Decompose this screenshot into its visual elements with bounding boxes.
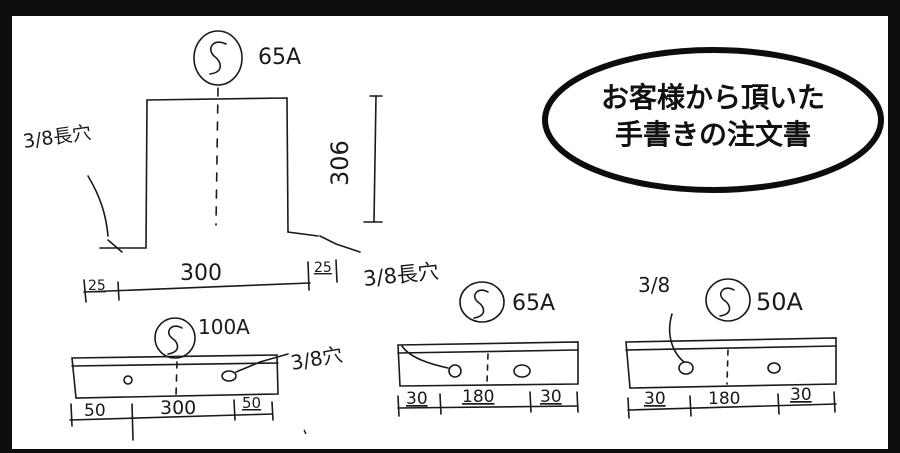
pipe-circle-100a — [154, 317, 196, 359]
pipe-s-mark-100a — [167, 325, 183, 355]
pipe-circle-65a — [193, 30, 243, 86]
edge-left-label: 25 — [88, 278, 106, 294]
pipe-s-mark — [209, 41, 227, 75]
bracket-outline — [99, 97, 319, 249]
bar-65a-drawing — [397, 281, 579, 417]
bar-100a-dim-3: 50 — [242, 394, 261, 412]
bar-65a-outline — [397, 341, 579, 387]
bar-50a-hole-right — [767, 362, 781, 374]
center-line — [215, 87, 219, 226]
bar-100a-center — [175, 361, 178, 397]
bar-100a-dim-tick-2 — [131, 403, 134, 441]
bar-100a-dim-line — [69, 413, 273, 421]
bar-100a-pipe-label: 100A — [198, 315, 250, 339]
callout-line-1: お客様から頂いた — [601, 81, 825, 114]
bar-100a-drawing — [69, 317, 289, 441]
bar-65a-dim-2: 180 — [462, 387, 494, 407]
bar-50a-center — [726, 349, 729, 385]
width-dim-right-tick — [307, 261, 310, 291]
bar-50a-dim-tick-1 — [627, 397, 630, 419]
bar-65a-dim-tick-1 — [397, 395, 400, 417]
edge-right-tick — [335, 259, 338, 283]
bar-50a-hole-leader — [668, 313, 685, 363]
pipe-circle-65a-small — [459, 281, 505, 323]
left-slot-leader — [87, 175, 109, 237]
bar-50a-dim-3: 30 — [790, 385, 812, 405]
width-dim-line — [83, 282, 311, 293]
edge-left-tick — [117, 281, 120, 301]
edge-right-label: 25 — [314, 260, 332, 276]
bar-50a-dim-tick-3 — [777, 393, 780, 415]
callout-bubble: お客様から頂いた 手書きの注文書 — [542, 47, 884, 193]
bar-65a-dim-3: 30 — [540, 387, 562, 407]
bar-65a-hole-right — [513, 364, 531, 378]
bar-100a-hole-leader — [235, 353, 289, 373]
right-slot-leader — [319, 235, 361, 253]
bar-50a-pipe-label: 50A — [756, 288, 804, 316]
bar-65a-dim-line — [397, 405, 579, 409]
bar-50a-dim-tick-4 — [833, 391, 836, 413]
width-dim-left-tick — [83, 279, 87, 303]
callout-line-2: 手書きの注文書 — [615, 118, 811, 151]
bar-65a-center — [486, 353, 489, 385]
bar-65a-dim-tick-2 — [439, 393, 442, 415]
bar-50a-dim-line — [627, 403, 837, 411]
bar-100a-hole-right — [221, 370, 237, 382]
bar-65a-dim-tick-4 — [576, 391, 579, 413]
bar-100a-dim-tick-3 — [233, 399, 236, 421]
stray-mark — [303, 429, 307, 435]
bar-65a-hole-left — [448, 364, 462, 378]
bar-50a-dim-2: 180 — [708, 389, 740, 409]
top-elevation-drawing — [83, 30, 383, 303]
bar-100a-outline — [71, 354, 279, 399]
bar-100a-dim-1: 50 — [84, 401, 106, 421]
bar-50a-inner-line — [625, 345, 837, 351]
bar-65a-inner-line — [397, 349, 579, 354]
top-pipe-label: 65A — [258, 45, 301, 70]
bar-65a-dim-tick-3 — [529, 391, 532, 413]
bar-100a-hole-left — [123, 375, 133, 385]
pipe-circle-50a — [705, 278, 751, 322]
bar-50a-drawing — [625, 278, 837, 419]
bar-50a-hole-label: 3/8 — [638, 273, 670, 297]
bar-50a-dim-tick-2 — [689, 395, 692, 417]
bar-65a-dim-1: 30 — [406, 389, 428, 409]
bar-50a-hole-left — [678, 361, 694, 375]
bar-50a-outline — [625, 337, 837, 389]
height-dim-line — [373, 95, 377, 223]
bar-100a-dim-2: 300 — [160, 397, 196, 419]
pipe-s-mark-50a — [719, 287, 735, 317]
bar-50a-dim-1: 30 — [644, 389, 666, 409]
pipe-s-mark-65a — [473, 289, 489, 319]
left-slot-tick — [107, 239, 123, 253]
bar-65a-hole-leader — [401, 345, 449, 369]
bar-65a-pipe-label: 65A — [512, 291, 555, 316]
width-dim-label: 300 — [180, 261, 222, 286]
height-dim-label: 306 — [326, 140, 354, 186]
bar-100a-inner-line — [71, 362, 279, 367]
bar-100a-dim-tick-4 — [271, 401, 274, 421]
bar-100a-dim-tick-1 — [70, 403, 73, 427]
